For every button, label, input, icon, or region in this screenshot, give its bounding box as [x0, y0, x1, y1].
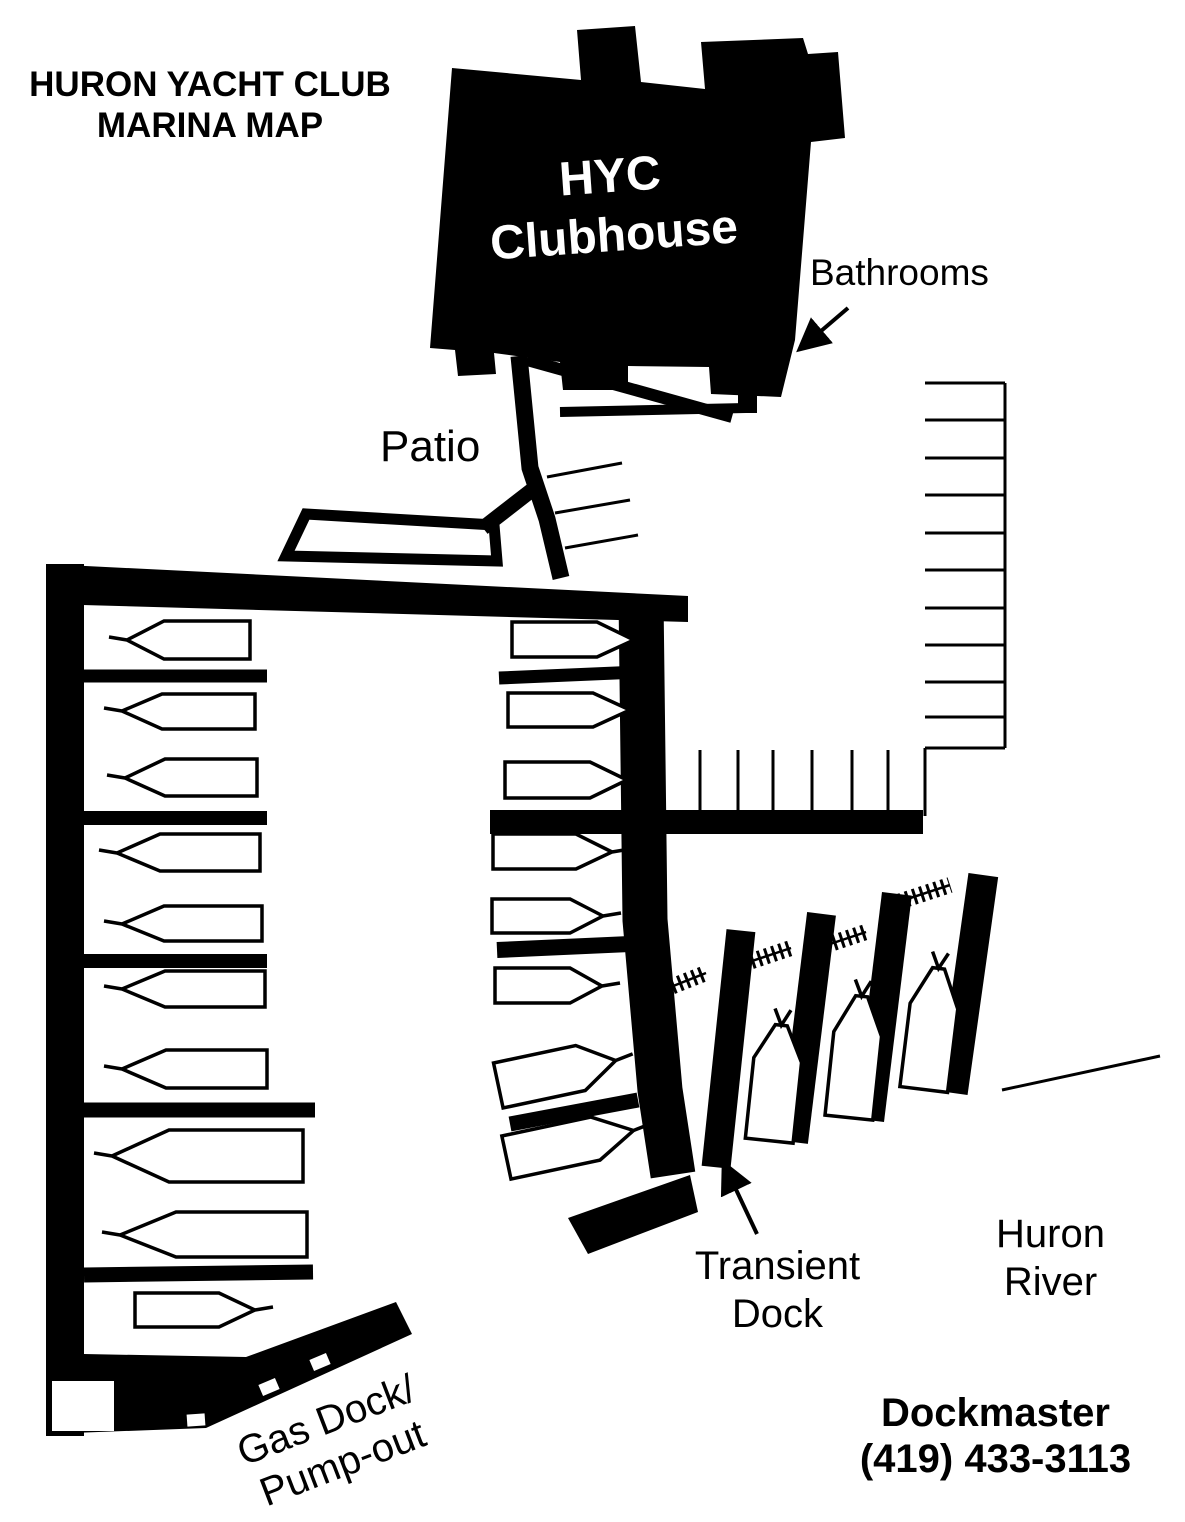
dockmaster-label-line1: Dockmaster: [880, 1391, 1110, 1435]
boat-slip-icon: [133, 1291, 274, 1329]
bathrooms-arrow-icon: [796, 306, 850, 353]
boat-slip-icon: [103, 692, 257, 731]
boat-slip-icon: [490, 897, 622, 935]
finger-pier: [508, 1092, 640, 1132]
docks: [46, 564, 923, 1436]
gas-dock-cleat-icon: [186, 1413, 206, 1427]
transient-pier: [701, 929, 756, 1169]
finger-pier: [498, 665, 641, 685]
boat-slip-icon: [103, 1048, 269, 1090]
transient-boats: [743, 950, 960, 1146]
boat-slip-icon: [503, 760, 646, 800]
boat-slip-icon: [103, 969, 267, 1009]
huron-river-label-line2: River: [1003, 1260, 1098, 1304]
boat-slip-icon: [106, 757, 259, 798]
river-shoreline: [1001, 1054, 1161, 1092]
walkway-slip-lines: [546, 461, 639, 550]
porch-step-edge: [559, 403, 747, 417]
transient-dock-label: Transient Dock: [660, 1242, 895, 1338]
east-slip-grid: [698, 381, 1007, 816]
patio-walkway: [478, 484, 537, 534]
center-dock-foot: [568, 1175, 698, 1254]
boat-slip-icon: [491, 832, 631, 871]
hatched-tie-lines: [655, 877, 953, 1000]
hatch-line: [655, 965, 709, 1000]
boat-slip-icon: [108, 619, 252, 661]
dockmaster-label: Dockmaster (419) 433-3113: [828, 1390, 1163, 1482]
hatch-line: [889, 877, 953, 912]
boat-slip-icon: [93, 1128, 305, 1184]
map-title: HURON YACHT CLUB MARINA MAP: [0, 64, 420, 147]
transient-dock-label-line1: Transient: [694, 1244, 861, 1288]
gas-dock-cleat-icon: [309, 1352, 331, 1372]
patio-label: Patio: [380, 422, 481, 471]
gas-dock: [46, 1302, 412, 1434]
boat-slip-icon: [103, 904, 264, 943]
map-title-line1: HURON YACHT CLUB: [29, 65, 391, 104]
finger-pier: [496, 936, 631, 958]
patio-deck: [277, 508, 503, 567]
finger-pier: [83, 1264, 314, 1283]
huron-river-label-line1: Huron: [996, 1212, 1105, 1256]
boat-slip-icon: [506, 691, 649, 729]
boat-slip-icon: [101, 1210, 309, 1259]
west-dock: [46, 564, 84, 1436]
boat-slip-icon: [493, 966, 621, 1005]
clubhouse-building: [430, 26, 845, 397]
bathrooms-label: Bathrooms: [810, 252, 989, 293]
huron-river-label: Huron River: [948, 1210, 1153, 1306]
clubhouse-walkway: [510, 355, 570, 580]
gas-dock-cleat-icon: [258, 1377, 280, 1397]
boat-slip-icon: [491, 1043, 634, 1111]
porch-corner-block: [738, 394, 757, 413]
west-dock-boat-slips: [93, 619, 309, 1329]
gas-dock-cutouts: [52, 1352, 331, 1431]
boat-slip-icon: [510, 620, 653, 659]
gas-dock-basin-cutout: [52, 1381, 114, 1431]
dockmaster-phone: (419) 433-3113: [859, 1437, 1132, 1481]
hatch-line: [734, 940, 794, 974]
boat-slip-icon: [98, 832, 262, 873]
clubhouse-label: HYC Clubhouse: [458, 138, 765, 276]
center-dock-boat-slips: [490, 620, 653, 1182]
boat-icon: [897, 950, 960, 1095]
hatch-line: [809, 924, 869, 958]
boat-icon: [823, 978, 884, 1123]
transient-dock-label-line2: Dock: [731, 1292, 824, 1336]
boat-icon: [743, 1007, 804, 1146]
map-title-line2: MARINA MAP: [96, 106, 324, 146]
transient-dock-arrow-icon: [720, 1159, 759, 1235]
center-dock: [618, 597, 696, 1179]
north-dock: [46, 564, 688, 622]
boat-slip-icon: [499, 1115, 652, 1182]
